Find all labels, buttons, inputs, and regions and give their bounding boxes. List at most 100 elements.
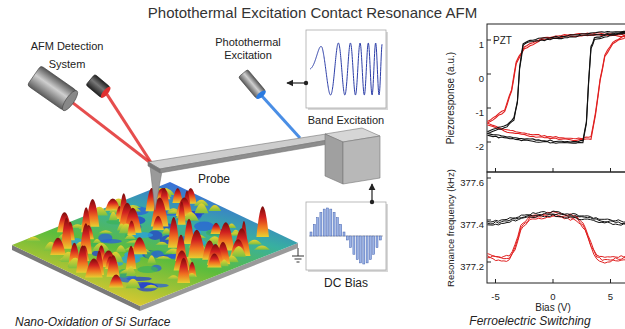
tick-label: -5 [491, 291, 499, 302]
tick [487, 220, 491, 221]
surface-valley [100, 239, 122, 243]
ground-bar [297, 262, 300, 263]
ground-wire [298, 248, 299, 256]
surface-peak [220, 260, 229, 267]
surface-peak [144, 285, 159, 288]
sample-label: PZT [493, 35, 512, 46]
photothermal-source: Photothermal Excitation [209, 36, 287, 102]
laser-face [99, 85, 112, 99]
hysteresis-curves [487, 31, 625, 143]
bias-pulse [330, 209, 332, 236]
cantilever [148, 128, 380, 210]
axis-title: Piezoresponse (a.u.) [445, 52, 456, 144]
beam-top [148, 134, 334, 169]
surface-peak [178, 202, 186, 225]
tick [487, 178, 491, 179]
node-label: Photothermal Excitation [209, 36, 287, 62]
surface-peak [126, 246, 136, 269]
detector-lens [27, 66, 80, 113]
surface-peak [116, 245, 126, 252]
laser-face [255, 89, 267, 101]
bias-pulse [363, 236, 365, 264]
surface-peak [209, 205, 222, 211]
label-slot: 0 [479, 68, 484, 86]
surface-peak [109, 212, 118, 220]
laser-source [86, 74, 112, 99]
figure-caption: Ferroelectric Switching [469, 314, 590, 328]
surface-peak [109, 274, 124, 287]
surface-peak [125, 235, 136, 239]
surface-peak [147, 255, 156, 263]
label-slot: 5 [608, 286, 613, 304]
surface-peak [188, 262, 197, 277]
tick-label: 0 [550, 291, 555, 302]
bias-pulse [310, 232, 312, 236]
tick-label: 377.6 [460, 177, 484, 188]
signal-inset: Band Excitation [306, 30, 386, 126]
surface-peak [230, 239, 246, 256]
chip-side [325, 134, 343, 184]
label-slot: Ferroelectric Switching [469, 311, 590, 329]
surface-peak [50, 238, 66, 255]
label-slot: PZT [493, 30, 512, 48]
red-trace [487, 212, 625, 258]
bias-pulse [379, 236, 381, 240]
surface-peak [99, 230, 113, 233]
title: Photothermal Excitation Contact Resonanc… [148, 4, 477, 21]
tick [487, 142, 491, 143]
bias-pulse [323, 209, 325, 236]
tick-label: 5 [608, 291, 613, 302]
bias-pulse [369, 236, 371, 260]
surface-peak [107, 255, 120, 276]
bias-pulse [340, 224, 342, 236]
surface-peak [155, 256, 172, 259]
plot-box [487, 172, 625, 283]
connector [371, 184, 372, 202]
plot-frame [487, 24, 625, 283]
tick-label: -1 [476, 107, 484, 118]
ground-bar [295, 259, 302, 260]
label-slot: -1 [476, 102, 484, 120]
surface-peak [127, 221, 136, 235]
tick [487, 262, 491, 263]
plot-box [487, 24, 625, 172]
black-loop [487, 31, 625, 132]
bias-pulse [346, 236, 348, 240]
node-label: Band Excitation [308, 113, 384, 127]
laser-beam [106, 92, 152, 164]
ground-symbol [292, 248, 304, 262]
label-slot: -5 [491, 286, 499, 304]
surface-peak [85, 259, 103, 278]
red-trace [487, 214, 625, 260]
surface-peak [152, 216, 164, 230]
signal-inset: DC Bias [306, 202, 386, 288]
tick [487, 108, 491, 109]
surface-peak [126, 279, 141, 288]
inset-frame [306, 202, 386, 270]
red-loop [487, 33, 625, 122]
bias-pulse [336, 218, 338, 236]
bias-pulse [333, 212, 335, 236]
surface-peak [247, 240, 262, 245]
surface-valley [137, 266, 158, 273]
bias-pulse [320, 212, 322, 236]
surface-peak [93, 239, 101, 243]
tick-label: -2 [476, 141, 484, 152]
title-slot: Photothermal Excitation Contact Resonanc… [0, 4, 625, 22]
tick-label: 0 [479, 73, 484, 84]
label-slot: 0 [550, 286, 555, 304]
black-loop [487, 33, 625, 133]
connector-dot [304, 81, 308, 85]
surface-peak [256, 206, 269, 237]
inset-frame [306, 30, 386, 108]
surface-peak [195, 203, 209, 213]
label-slot: 1 [479, 34, 484, 52]
surface-peak [26, 237, 41, 242]
tick-label: 377.4 [460, 219, 484, 230]
red-loop [487, 34, 625, 123]
label-slot: Piezoresponse (a.u.) [440, 52, 458, 144]
node-label: DC Bias [324, 276, 368, 290]
ground-bar [292, 256, 304, 257]
surface-peak [126, 266, 136, 276]
